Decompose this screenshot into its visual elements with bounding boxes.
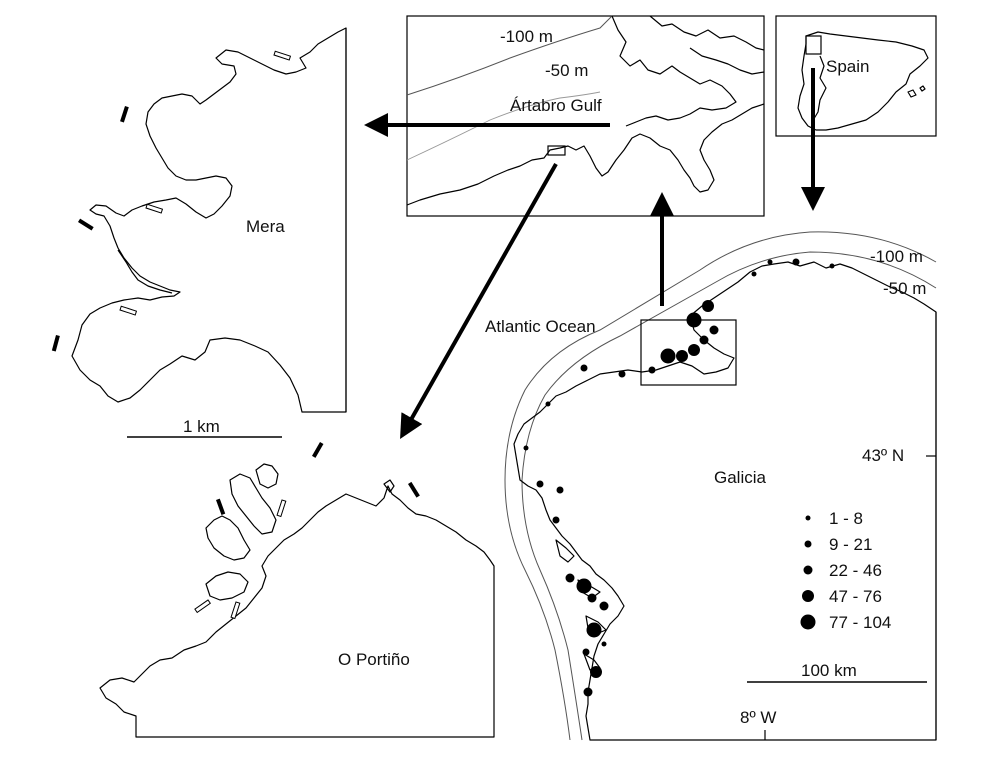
- mera-scale-label: 1 km: [183, 417, 220, 436]
- gulf-coastline-south: [406, 103, 765, 206]
- site-marker: [552, 516, 560, 524]
- site-marker: [565, 573, 575, 583]
- gulf-depth-50-label: -50 m: [545, 61, 588, 80]
- mera-transect-5: [145, 203, 164, 214]
- mera-transect-2: [78, 218, 94, 231]
- portino-island-3: [229, 473, 277, 535]
- site-marker: [618, 370, 626, 378]
- site-marker: [583, 687, 593, 697]
- spain-locator-box: [805, 35, 822, 55]
- site-marker: [792, 258, 800, 266]
- balearic-islands: [907, 85, 926, 98]
- legend-label: 47 - 76: [829, 587, 882, 606]
- longitude-label: 8º W: [740, 708, 776, 727]
- portino-transect-3: [216, 498, 226, 516]
- portino-island-4: [255, 463, 279, 489]
- site-marker: [702, 300, 714, 312]
- site-marker: [545, 401, 551, 407]
- arrow-gulf-to-portino: [400, 163, 558, 439]
- portino-label: O Portiño: [338, 650, 410, 669]
- legend-marker: [805, 515, 811, 521]
- galicia-isobath-50: [521, 251, 937, 741]
- site-marker: [686, 312, 702, 328]
- site-marker: [648, 366, 656, 374]
- site-marker: [536, 480, 544, 488]
- gulf-isobath-100: [406, 15, 613, 96]
- gulf-inset-frame: [406, 15, 765, 217]
- mera-transect-4: [273, 50, 292, 61]
- site-marker: [599, 601, 609, 611]
- site-marker: [587, 593, 597, 603]
- site-marker: [709, 325, 719, 335]
- latitude-label: 43º N: [862, 446, 904, 465]
- gulf-isobath-50: [406, 91, 601, 161]
- mera-inner-coast: [117, 249, 173, 294]
- portino-island-2: [205, 515, 251, 561]
- mera-transect-1: [120, 106, 129, 123]
- iberia-outline: [797, 31, 929, 131]
- gulf-coastline-ne-2: [689, 47, 765, 75]
- portino-coastline: [99, 485, 495, 738]
- legend-marker: [804, 540, 812, 548]
- spain-portugal-border: [811, 55, 827, 123]
- portino-island-1: [205, 571, 249, 601]
- mera-transect-3: [51, 335, 60, 352]
- site-marker: [688, 344, 700, 356]
- site-marker: [556, 486, 564, 494]
- portino-transect-6: [230, 601, 241, 620]
- site-marker: [767, 259, 773, 265]
- site-marker: [660, 348, 676, 364]
- site-marker: [699, 335, 709, 345]
- gulf-coastline-north: [611, 15, 737, 127]
- site-marker: [829, 263, 835, 269]
- galicia-ria-1: [555, 539, 575, 563]
- spain-inset-frame: [775, 15, 937, 137]
- spain-label: Spain: [826, 57, 869, 76]
- site-marker: [590, 666, 602, 678]
- portino-transect-5: [194, 599, 211, 614]
- site-marker: [580, 364, 588, 372]
- galicia-scale-label: 100 km: [801, 661, 857, 680]
- site-marker: [601, 641, 607, 647]
- legend-marker: [800, 614, 816, 630]
- site-marker: [586, 622, 602, 638]
- mera-label: Mera: [246, 217, 285, 236]
- spain-inset-panel: Spain: [775, 15, 937, 137]
- galicia-label: Galicia: [714, 468, 767, 487]
- galicia-isobath-100: [504, 231, 937, 741]
- site-marker: [751, 271, 757, 277]
- legend-label: 9 - 21: [829, 535, 872, 554]
- galicia-panel: -100 m -50 m Atlantic Ocean Galicia 43º …: [485, 231, 937, 741]
- gulf-coastline-ne: [649, 15, 765, 51]
- legend: 1 - 8 9 - 21 22 - 46 47 - 76 77 - 104: [800, 509, 891, 632]
- legend-marker: [802, 590, 814, 602]
- mera-coastline: [71, 27, 347, 413]
- galicia-depth-50-label: -50 m: [883, 279, 926, 298]
- gulf-locator-box: [547, 145, 566, 156]
- portino-transect-4: [276, 499, 287, 518]
- galicia-depth-100-label: -100 m: [870, 247, 923, 266]
- atlantic-ocean-label: Atlantic Ocean: [485, 317, 596, 336]
- mera-transect-6: [119, 305, 138, 316]
- galicia-coastline: [513, 261, 937, 741]
- portino-island-5: [383, 479, 395, 493]
- portino-transect-1: [312, 442, 324, 458]
- site-marker: [523, 445, 529, 451]
- site-marker: [676, 350, 688, 362]
- site-marker: [582, 648, 590, 656]
- gulf-label: Ártabro Gulf: [510, 96, 602, 115]
- legend-marker: [803, 565, 813, 575]
- legend-label: 22 - 46: [829, 561, 882, 580]
- site-markers: [523, 258, 835, 697]
- legend-label: 77 - 104: [829, 613, 891, 632]
- legend-label: 1 - 8: [829, 509, 863, 528]
- mera-panel: Mera 1 km: [51, 27, 347, 438]
- portino-transect-2: [408, 481, 420, 498]
- gulf-depth-100-label: -100 m: [500, 27, 553, 46]
- portino-panel: O Portiño: [99, 442, 495, 738]
- gulf-inset-panel: -100 m -50 m Ártabro Gulf: [406, 15, 765, 217]
- site-marker: [576, 578, 592, 594]
